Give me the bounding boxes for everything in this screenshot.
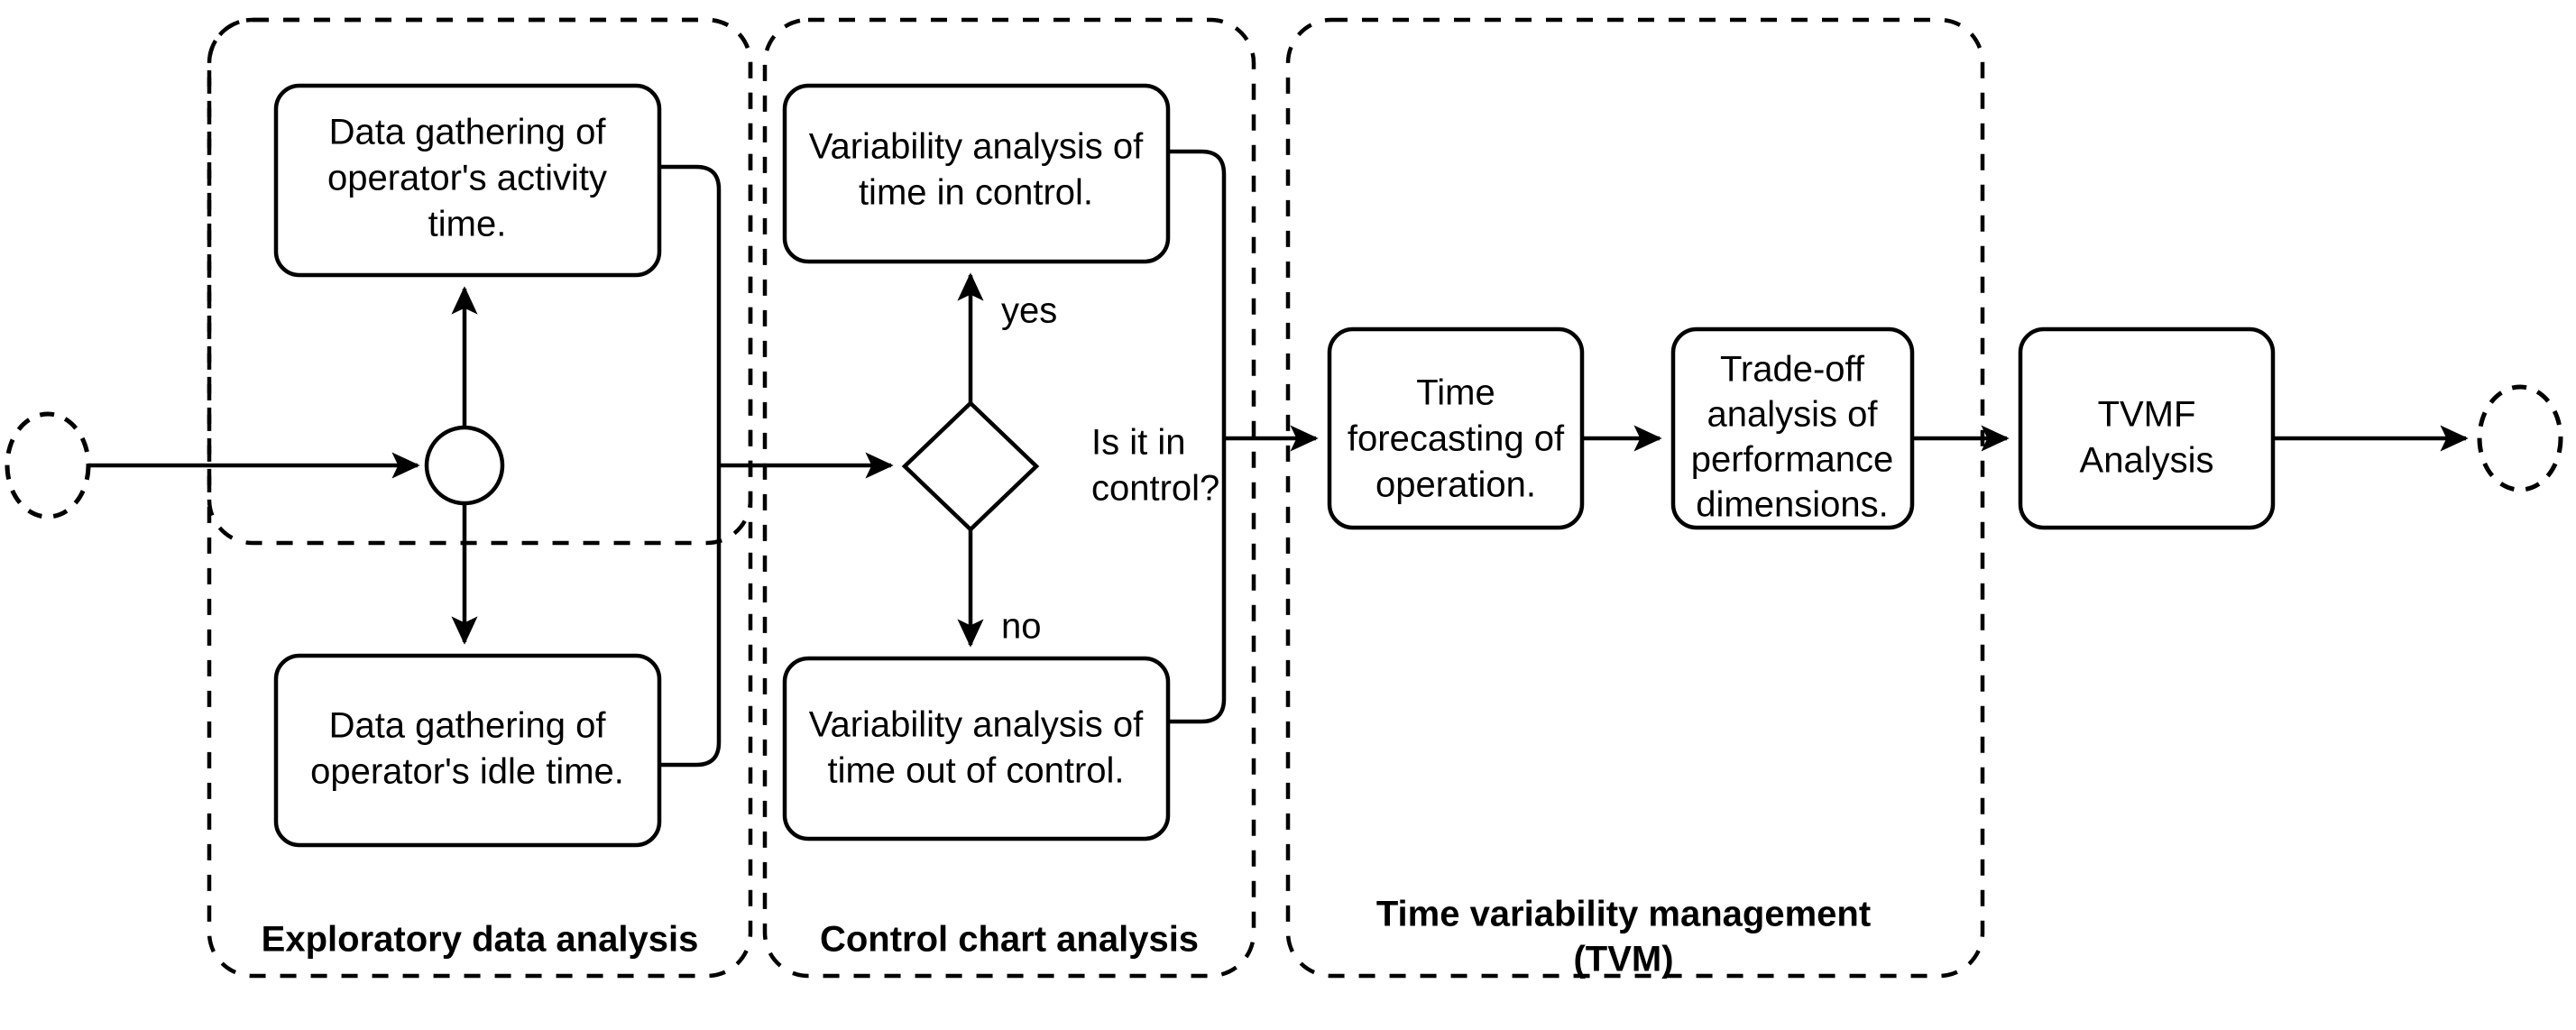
container-label-exploratory-data-analysis: Exploratory data analysis [262, 920, 699, 960]
node-trade-off-analysis[interactable]: Trade-off analysis of performance dimens… [1670, 326, 1915, 530]
node-variability-analysis-out-of-control-shape[interactable] [782, 656, 1171, 841]
edge-idle-box-to-merge [659, 465, 722, 768]
node-trade-off-analysis-line-2: analysis of [1707, 395, 1879, 435]
split-circle-node[interactable] [424, 425, 505, 506]
container-label-control-chart-analysis: Control chart analysis [820, 920, 1199, 960]
container-time-variability-management [1285, 17, 1985, 979]
container-labels-group: Exploratory data analysis Control chart … [262, 895, 1872, 979]
node-data-gathering-idle-time-shape[interactable] [273, 653, 662, 848]
decision-question-label-line-1: Is it in [1091, 423, 1185, 463]
node-data-gathering-idle-time-line-1: Data gathering of [329, 706, 607, 746]
node-time-forecasting-of-operation[interactable]: Time forecasting of operation. [1327, 326, 1585, 530]
node-trade-off-analysis-line-1: Trade-off [1720, 350, 1865, 390]
node-data-gathering-idle-time[interactable]: Data gathering of operator's idle time. [273, 653, 662, 848]
node-tvmf-analysis[interactable]: TVMF Analysis [2018, 326, 2276, 530]
end-node[interactable] [2477, 384, 2563, 492]
node-tvmf-analysis-line-1: TVMF [2098, 395, 2196, 435]
decision-question-label-line-2: control? [1091, 469, 1219, 509]
node-variability-analysis-out-of-control[interactable]: Variability analysis of time out of cont… [782, 656, 1171, 841]
no-label: no [1001, 607, 1042, 647]
node-variability-analysis-in-control-line-2: time in control. [859, 173, 1093, 213]
container-exploratory-data-analysis-body [207, 17, 753, 979]
node-variability-analysis-out-of-control-line-1: Variability analysis of [809, 705, 1144, 745]
node-data-gathering-idle-time-line-2: operator's idle time. [310, 752, 624, 792]
node-trade-off-analysis-line-3: performance [1691, 440, 1894, 480]
edge-in-control-to-merge2 [1168, 149, 1227, 438]
edge-labels-group: yes no Is it in control? [1001, 291, 1219, 647]
node-time-forecasting-of-operation-line-3: operation. [1375, 465, 1536, 505]
node-data-gathering-activity-time[interactable]: Data gathering of operator's activity ti… [273, 83, 662, 278]
node-data-gathering-activity-time-line-1: Data gathering of [329, 113, 607, 152]
edge-activity-box-to-merge [659, 164, 722, 465]
node-trade-off-analysis-shape[interactable] [1670, 326, 1915, 530]
process-boxes-group: Data gathering of operator's activity ti… [273, 83, 2276, 848]
edges-group [88, 149, 2469, 768]
is-it-in-control-decision-node[interactable] [901, 400, 1040, 533]
terminal-nodes-group [5, 384, 2563, 520]
edge-out-of-control-to-merge2 [1168, 438, 1227, 724]
yes-label: yes [1001, 291, 1057, 331]
node-data-gathering-activity-time-line-3: time. [428, 205, 507, 244]
container-label-time-variability-management-line-2: (TVM) [1573, 940, 1673, 979]
start-node[interactable] [5, 411, 91, 520]
node-variability-analysis-in-control-line-1: Variability analysis of [809, 127, 1144, 167]
node-variability-analysis-in-control-shape[interactable] [782, 83, 1171, 264]
node-time-forecasting-of-operation-line-2: forecasting of [1348, 419, 1565, 459]
node-tvmf-analysis-line-2: Analysis [2080, 441, 2214, 481]
node-data-gathering-activity-time-line-2: operator's activity [327, 159, 607, 198]
node-variability-analysis-out-of-control-line-2: time out of control. [827, 751, 1124, 791]
container-label-time-variability-management-line-1: Time variability management [1376, 895, 1871, 934]
node-data-gathering-activity-time-shape[interactable] [273, 83, 662, 278]
node-time-forecasting-of-operation-line-1: Time [1416, 373, 1495, 413]
node-time-forecasting-of-operation-shape[interactable] [1327, 326, 1585, 530]
node-tvmf-analysis-shape[interactable] [2018, 326, 2276, 530]
node-trade-off-analysis-line-4: dimensions. [1696, 485, 1888, 525]
container-control-chart-analysis [762, 17, 1256, 979]
container-group [207, 17, 1985, 979]
node-variability-analysis-in-control[interactable]: Variability analysis of time in control. [782, 83, 1171, 264]
